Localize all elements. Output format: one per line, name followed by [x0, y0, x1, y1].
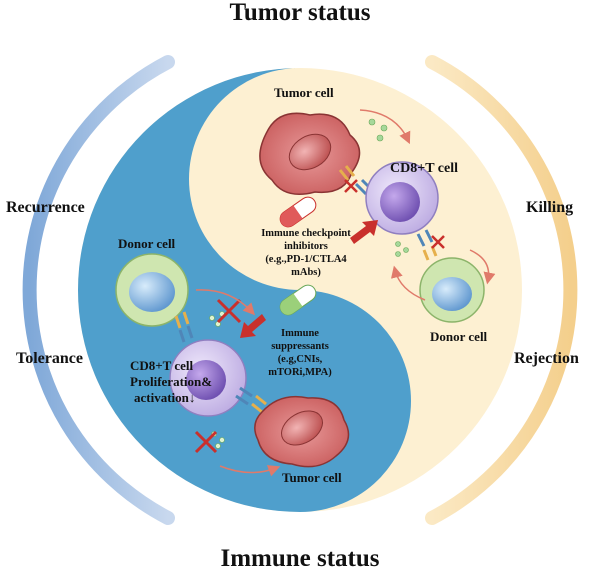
- donor-cell-left: [115, 253, 189, 327]
- capsule-checkpoint-icon: [279, 196, 317, 228]
- receptor-pair-right: [416, 229, 445, 261]
- drug-label-suppressant-line: suppressants: [271, 341, 329, 352]
- receptor-pair-lower: [235, 386, 267, 414]
- curved-arrow-right: [469, 249, 496, 285]
- block-x-lower: [194, 430, 218, 454]
- drug-label-suppressant-line: Immune: [281, 328, 319, 339]
- drug-label-checkpoint-line: inhibitors: [284, 241, 328, 252]
- heading-top: Tumor status: [229, 0, 370, 26]
- label-tumor-cell-lower: Tumor cell: [282, 470, 342, 485]
- drug-label-suppressant-line: (e.g,CNIs,: [278, 354, 323, 365]
- cd8-lower-line: CD8+T cell: [130, 358, 194, 373]
- cd8-cell-upper: [365, 161, 439, 235]
- cd8-lower-line: Proliferation&: [130, 374, 212, 389]
- curved-arrow-lower: [219, 465, 281, 477]
- drug-arrow-lower: [240, 314, 266, 338]
- label-rejection: Rejection: [514, 350, 579, 367]
- drug-label-checkpoint-line: mAbs): [291, 267, 321, 278]
- label-recurrence: Recurrence: [6, 199, 85, 216]
- drug-label-suppressant: Immune suppressants (e.g,CNIs, mTORi,MPA…: [268, 328, 332, 378]
- curved-arrow-upper: [359, 109, 411, 145]
- curved-arrow-left: [195, 289, 256, 316]
- capsule-suppressant-icon: [279, 284, 317, 316]
- block-x-left: [216, 298, 242, 324]
- label-cd8-cell-upper: CD8+T cell: [390, 161, 458, 176]
- donor-cell-right: [419, 257, 485, 323]
- tumor-cell-lower: [254, 395, 350, 468]
- label-tolerance: Tolerance: [16, 350, 83, 367]
- drug-arrow-upper: [350, 220, 378, 244]
- heading-bottom: Immune status: [220, 545, 379, 572]
- drug-label-suppressant-line: mTORi,MPA): [268, 367, 332, 378]
- cd8-lower-line: activation↓: [134, 390, 195, 405]
- curved-arrow-right-2: [391, 265, 426, 301]
- cytokine-dots-right: [395, 241, 409, 257]
- cytokine-dots-upper: [368, 118, 388, 142]
- drug-label-checkpoint-line: Immune checkpoint: [261, 228, 351, 239]
- receptor-pair-upper: [338, 165, 374, 196]
- label-donor-cell-right: Donor cell: [430, 329, 488, 344]
- outer-ring-left: [22, 55, 175, 525]
- label-donor-cell-left: Donor cell: [118, 236, 176, 251]
- outer-ring-right: [425, 55, 578, 525]
- label-cd8-cell-lower: CD8+T cell Proliferation& activation↓: [130, 358, 212, 405]
- receptor-pair-left: [174, 311, 194, 343]
- drug-label-checkpoint-line: (e.g.,PD-1/CTLA4: [265, 254, 347, 265]
- label-killing: Killing: [526, 199, 573, 216]
- cd8-cell-lower: [169, 339, 247, 417]
- drug-label-checkpoint: Immune checkpoint inhibitors (e.g.,PD-1/…: [261, 228, 351, 278]
- label-tumor-cell-upper: Tumor cell: [274, 85, 334, 100]
- tumor-cell-upper: [259, 112, 361, 195]
